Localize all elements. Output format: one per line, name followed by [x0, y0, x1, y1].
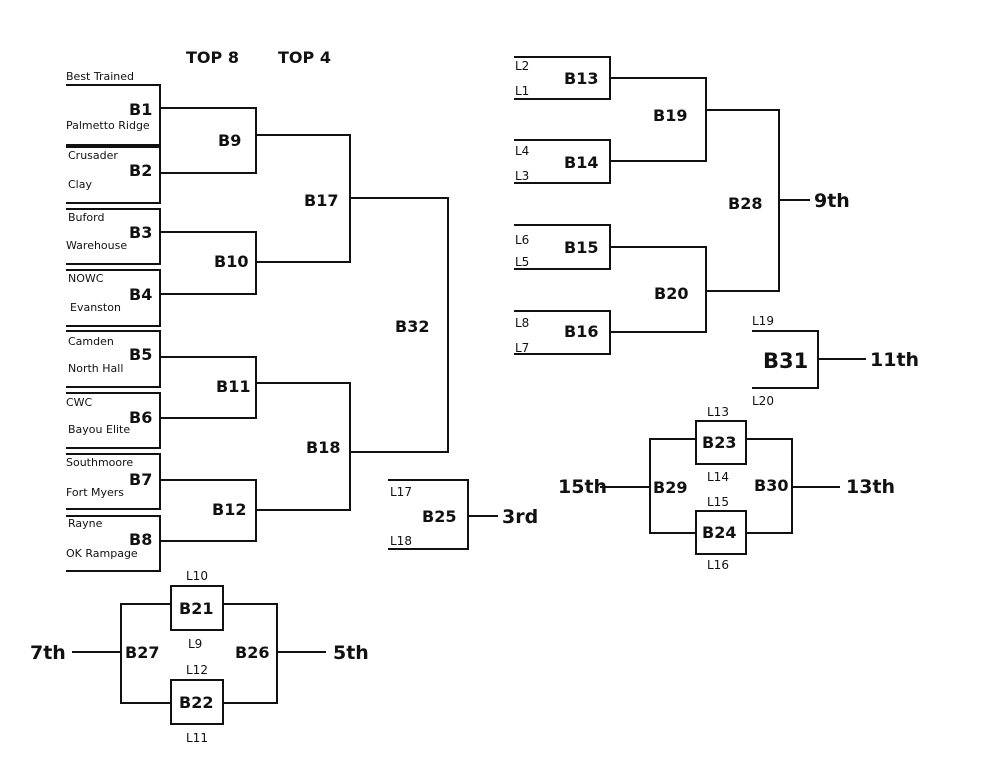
game-label: B22: [179, 693, 213, 712]
team-slot: Camden: [68, 335, 114, 348]
first-round-lines: [66, 84, 161, 572]
place-5th: 5th: [333, 642, 369, 664]
game-label: B9: [218, 131, 241, 150]
team-slot: Evanston: [70, 301, 121, 314]
team-slot: NOWC: [68, 272, 104, 285]
game-label: B21: [179, 599, 213, 618]
game-label: B10: [214, 252, 248, 271]
team-slot: Palmetto Ridge: [66, 119, 150, 132]
game-label: B12: [212, 500, 246, 519]
game-label: B16: [564, 322, 598, 341]
header-top4: TOP 4: [278, 48, 331, 67]
game-label: B7: [129, 470, 152, 489]
game-label: B17: [304, 191, 338, 210]
loser-slot: L20: [752, 394, 774, 408]
loser-slot: L2: [515, 59, 529, 73]
team-slot: Fort Myers: [66, 486, 124, 499]
game-label: B30: [754, 476, 788, 495]
game-label: B5: [129, 345, 152, 364]
team-slot: OK Rampage: [66, 547, 138, 560]
loser-slot: L7: [515, 341, 529, 355]
loser-slot: L4: [515, 144, 529, 158]
loser-slot: L18: [390, 534, 412, 548]
team-slot: Rayne: [68, 517, 103, 530]
team-slot: Bayou Elite: [68, 423, 130, 436]
game-label: B20: [654, 284, 688, 303]
loser-slot: L14: [707, 470, 729, 484]
loser-slot: L3: [515, 169, 529, 183]
game-label: B18: [306, 438, 340, 457]
game-label: B25: [422, 507, 456, 526]
game-label: B31: [763, 349, 808, 373]
team-slot: CWC: [66, 396, 93, 409]
loser-slot: L17: [390, 485, 412, 499]
quarterfinal-lines: [160, 107, 257, 542]
game-label: B4: [129, 285, 152, 304]
eleventh-place-lines: [752, 330, 866, 389]
game-label: B2: [129, 161, 152, 180]
loser-slot: L11: [186, 731, 208, 745]
team-slot: Crusader: [68, 149, 118, 162]
loser-slot: L9: [188, 637, 202, 651]
team-slot: North Hall: [68, 362, 123, 375]
game-label: B28: [728, 194, 762, 213]
semifinal-lines: [256, 134, 449, 511]
place-9th: 9th: [814, 190, 850, 212]
place-13th: 13th: [846, 476, 895, 498]
game-label: B8: [129, 530, 152, 549]
consolation-lines: [514, 56, 810, 355]
game-label: B19: [653, 106, 687, 125]
place-11th: 11th: [870, 349, 919, 371]
loser-slot: L13: [707, 405, 729, 419]
team-slot: Buford: [68, 211, 104, 224]
place-15th: 15th: [558, 476, 607, 498]
game-label: B6: [129, 408, 152, 427]
game-label: B3: [129, 223, 152, 242]
game-label: B26: [235, 643, 269, 662]
game-label: B23: [702, 433, 736, 452]
team-slot: Best Trained: [66, 70, 134, 83]
place-3rd: 3rd: [502, 506, 538, 528]
loser-slot: L19: [752, 314, 774, 328]
game-label: B29: [653, 478, 687, 497]
game-label: B24: [702, 523, 736, 542]
game-label: B11: [216, 377, 250, 396]
team-slot: Clay: [68, 178, 92, 191]
game-label: B27: [125, 643, 159, 662]
loser-slot: L6: [515, 233, 529, 247]
place-7th: 7th: [30, 642, 66, 664]
game-label: B32: [395, 317, 429, 336]
third-place-lines: [388, 479, 498, 550]
header-top8: TOP 8: [186, 48, 239, 67]
game-label: B13: [564, 69, 598, 88]
thirteenth-fifteenth-lines: [600, 420, 840, 555]
game-label: B15: [564, 238, 598, 257]
team-slot: Southmoore: [66, 456, 133, 469]
fifth-seventh-lines: [72, 585, 326, 725]
loser-slot: L12: [186, 663, 208, 677]
game-label: B1: [129, 100, 152, 119]
loser-slot: L1: [515, 84, 529, 98]
loser-slot: L10: [186, 569, 208, 583]
loser-slot: L5: [515, 255, 529, 269]
loser-slot: L8: [515, 316, 529, 330]
team-slot: Warehouse: [66, 239, 127, 252]
loser-slot: L15: [707, 495, 729, 509]
game-label: B14: [564, 153, 598, 172]
loser-slot: L16: [707, 558, 729, 572]
